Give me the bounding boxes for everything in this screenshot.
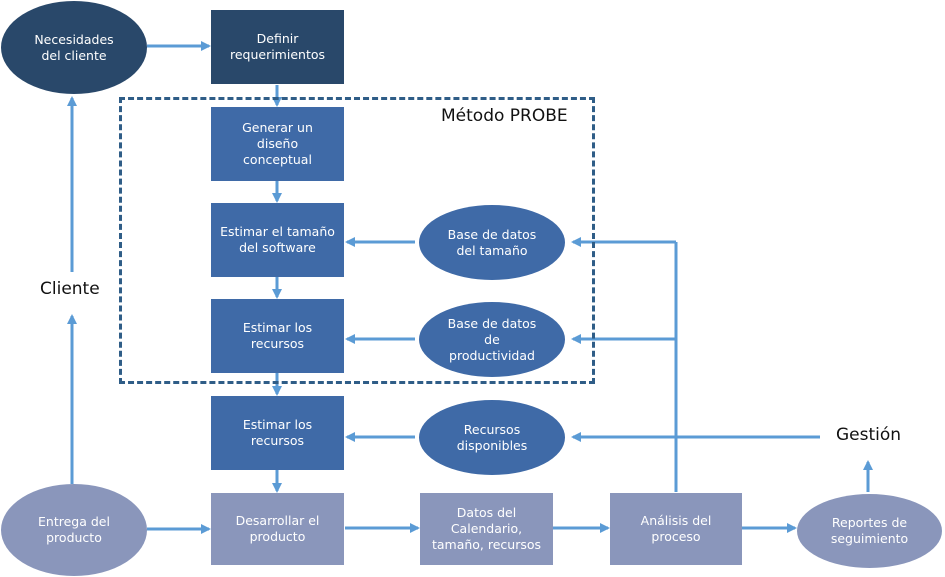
desarrollar-producto-node: Desarrollar el producto xyxy=(211,493,344,565)
necesidades-cliente-node: Necesidades del cliente xyxy=(1,1,147,94)
analisis-proceso-node: Análisis del proceso xyxy=(610,493,742,565)
base-datos-tamano-node: Base de datos del tamaño xyxy=(419,205,565,280)
gestion-label: Gestión xyxy=(836,425,902,445)
base-datos-productividad-node: Base de datos de productividad xyxy=(419,302,565,377)
recursos-disponibles-node: Recursos disponibles xyxy=(419,400,565,475)
probe-method-boundary xyxy=(119,97,595,384)
estimar-tamano-node: Estimar el tamaño del software xyxy=(211,203,344,277)
definir-requerimientos-node: Definir requerimientos xyxy=(211,10,344,84)
datos-calendario-node: Datos del Calendario, tamaño, recursos xyxy=(420,493,553,565)
generar-diseno-node: Generar un diseño conceptual xyxy=(211,107,344,181)
entrega-producto-node: Entrega del producto xyxy=(1,484,147,576)
estimar-recursos-node: Estimar los recursos xyxy=(211,396,344,470)
cliente-label: Cliente xyxy=(40,279,100,299)
probe-method-label: Método PROBE xyxy=(441,106,568,126)
reportes-seguimiento-node: Reportes de seguimiento xyxy=(797,494,942,568)
estimar-recursos-probe-node: Estimar los recursos xyxy=(211,299,344,373)
